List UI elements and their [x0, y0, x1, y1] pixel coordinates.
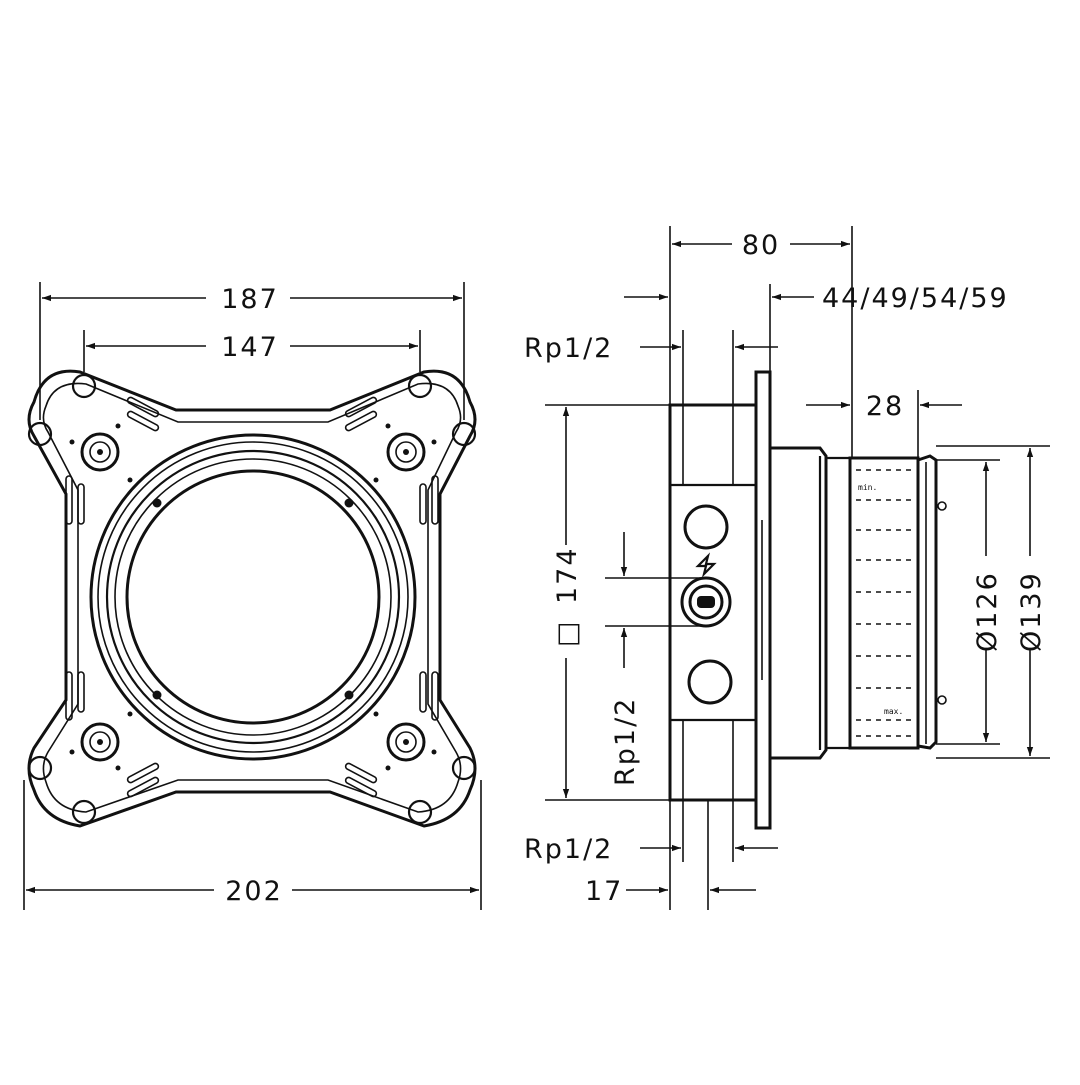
dimension-28: 28	[806, 391, 962, 422]
square-symbol: □	[552, 619, 583, 647]
dim-202-label: 202	[225, 876, 283, 907]
flange-plate	[754, 370, 772, 830]
dim-28-label: 28	[866, 391, 904, 422]
dimension-17: 17	[585, 876, 756, 907]
thread-side-label: Rp1/2	[610, 697, 641, 786]
dia-139-label: Ø139	[1016, 571, 1047, 652]
dimension-147: 147	[86, 332, 418, 363]
adjust-boss-tl	[80, 432, 120, 472]
dim-depth-range-label: 44/49/54/59	[822, 283, 1009, 314]
dimension-dia-139: Ø139	[1016, 448, 1047, 756]
dimension-80: 80	[672, 230, 850, 261]
trim-body	[770, 446, 828, 760]
scale-min-label: min.	[858, 483, 877, 492]
side-view: min. max. 80 44/49/54/59	[524, 226, 1050, 910]
dimension-dia-126: Ø126	[972, 462, 1003, 742]
dimension-174: □ 174	[552, 407, 583, 798]
dimension-thread-bottom: Rp1/2	[524, 834, 778, 865]
thread-top-label: Rp1/2	[524, 333, 613, 364]
mounting-plate-inner-edge	[42, 382, 462, 813]
outer-ring	[89, 433, 417, 761]
inner-opening	[125, 469, 381, 725]
dimension-depth-range: 44/49/54/59	[624, 283, 1009, 314]
port-bottom	[687, 659, 733, 705]
corner-hole-br	[451, 755, 477, 781]
adjust-boss-br	[386, 722, 426, 762]
dim-147-label: 147	[221, 332, 279, 363]
dimension-202: 202	[26, 876, 479, 907]
mounting-plate-outline	[27, 369, 477, 828]
scale-max-label: max.	[884, 707, 903, 716]
adjust-boss-bl	[80, 722, 120, 762]
corner-hole-tr	[407, 373, 433, 399]
front-view: 187 147 202	[23, 282, 482, 910]
dim-187-label: 187	[221, 284, 279, 315]
dimension-thread-top: Rp1/2	[524, 333, 778, 364]
port-top	[683, 504, 729, 550]
corner-hole-tl	[71, 373, 97, 399]
depth-scale	[856, 469, 912, 737]
depth-cylinder	[848, 456, 920, 750]
thread-bottom-label: Rp1/2	[524, 834, 613, 865]
dim-174-label: 174	[552, 546, 583, 604]
dim-17-label: 17	[585, 876, 623, 907]
dia-126-label: Ø126	[972, 571, 1003, 652]
adjust-boss-tr	[386, 432, 426, 472]
dimension-187: 187	[42, 284, 462, 315]
dim-80-label: 80	[742, 230, 780, 261]
dimension-thread-side: Rp1/2	[610, 532, 641, 786]
port-middle	[680, 576, 732, 628]
corner-hole-bl	[27, 755, 53, 781]
